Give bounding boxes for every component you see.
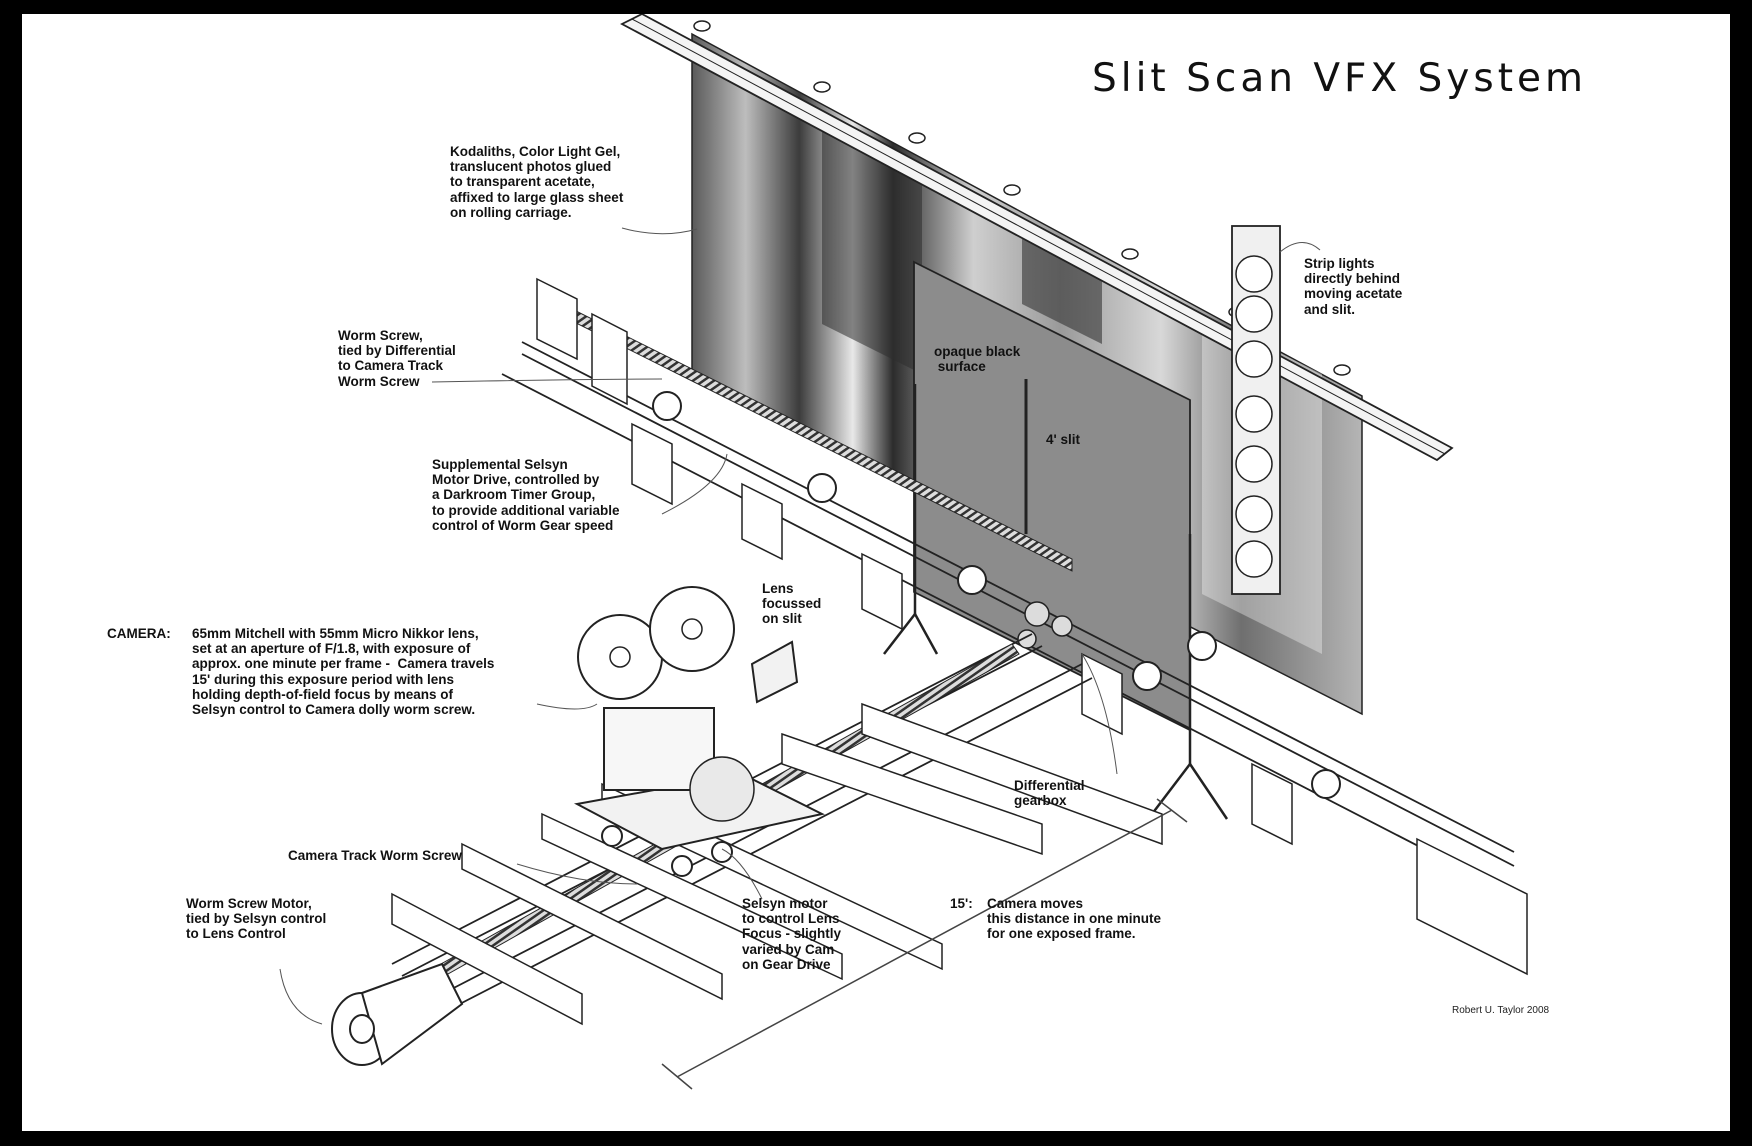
slit-scan-illustration xyxy=(279,14,1528,1090)
strip-lights-label: Strip lights directly behind moving acet… xyxy=(1304,256,1403,317)
film-reel-right xyxy=(649,586,735,672)
lens-hood xyxy=(750,640,799,704)
diagram-sheet: Slit Scan VFX System Kodaliths, Color Li… xyxy=(22,14,1730,1131)
kodaliths-label: Kodaliths, Color Light Gel, translucent … xyxy=(450,144,624,220)
camera-description: 65mm Mitchell with 55mm Micro Nikkor len… xyxy=(192,626,495,718)
focus-cam xyxy=(689,756,755,822)
worm-motor-label: Worm Screw Motor, tied by Selsyn control… xyxy=(186,896,327,942)
distance-description: Camera moves this distance in one minute… xyxy=(987,896,1162,942)
selsyn-drive-label: Supplemental Selsyn Motor Drive, control… xyxy=(432,457,620,533)
selsyn-motor-label: Selsyn motor to control Lens Focus - sli… xyxy=(742,896,842,972)
lens-label: Lens focussed on slit xyxy=(762,581,822,627)
distance-value: 15': xyxy=(950,896,973,911)
diagram-title: Slit Scan VFX System xyxy=(1092,56,1587,101)
opaque-surface-label: opaque black surface xyxy=(934,344,1021,375)
artist-credit: Robert U. Taylor 2008 xyxy=(1452,1005,1550,1016)
camera-track-label: Camera Track Worm Screw xyxy=(288,848,462,863)
worm-screw-label: Worm Screw, tied by Differential to Came… xyxy=(338,328,456,389)
differential-label: Differential gearbox xyxy=(1014,778,1085,809)
camera-heading: CAMERA: xyxy=(107,626,171,641)
slit-label: 4' slit xyxy=(1046,432,1080,447)
worm-screw-motor xyxy=(331,962,464,1066)
